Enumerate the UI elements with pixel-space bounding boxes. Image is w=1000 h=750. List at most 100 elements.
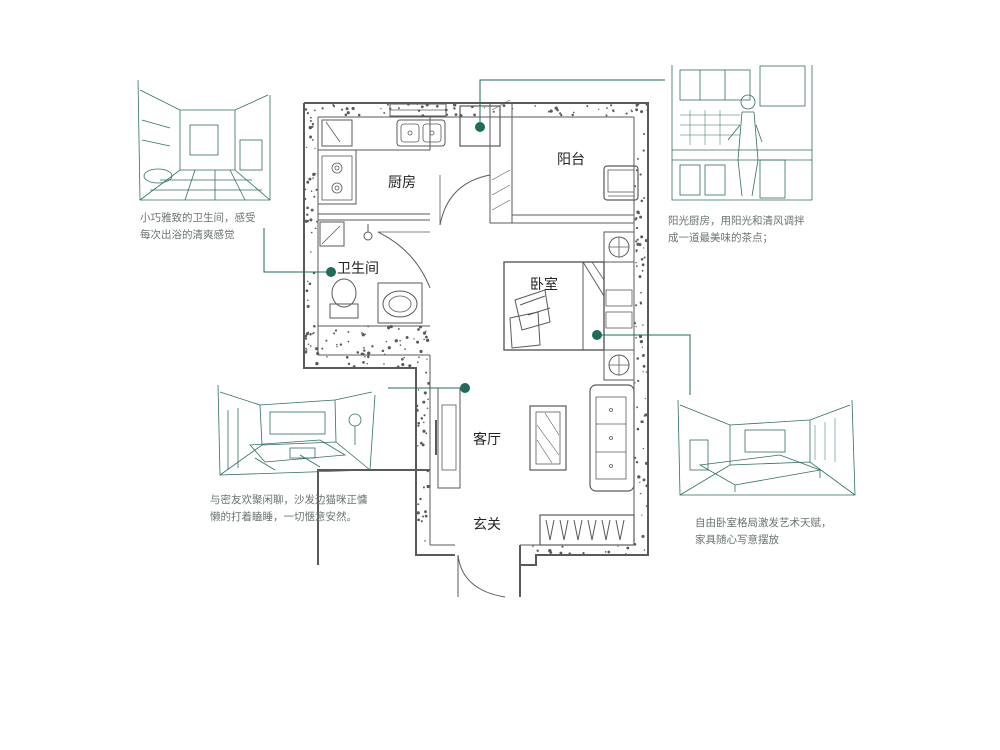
wall-speckle — [315, 361, 319, 366]
wall-speckle — [534, 105, 537, 107]
wall-speckle — [383, 111, 386, 114]
wall-speckle — [417, 421, 421, 425]
wall-speckle — [314, 227, 317, 230]
wall-speckle — [532, 545, 534, 547]
wall-speckle — [362, 361, 365, 364]
wall-speckle — [424, 510, 427, 514]
wall-speckle — [426, 484, 430, 489]
wall-speckle — [640, 235, 644, 239]
wall-speckle — [345, 355, 349, 359]
wall-speckle — [309, 135, 313, 139]
wall-speckle — [644, 239, 648, 243]
wall-speckle — [399, 339, 401, 342]
wall-speckle — [640, 199, 644, 203]
wall-speckle — [634, 382, 636, 384]
living-room-sketch — [217, 384, 376, 476]
wall-speckle — [417, 503, 420, 505]
room-label-kitchen: 厨房 — [388, 175, 416, 191]
wall-speckle — [361, 332, 363, 334]
wall-speckle — [336, 343, 338, 346]
wall-speckle — [351, 106, 355, 111]
wall-speckle — [635, 226, 639, 230]
wall-speckle — [643, 549, 646, 551]
wall-speckle — [427, 381, 431, 385]
caption-line: 每次出浴的清爽感觉 — [140, 229, 235, 241]
wall-speckle — [635, 169, 638, 172]
wall-speckle — [636, 406, 639, 409]
wall-speckle — [425, 338, 430, 342]
wall-speckle — [643, 132, 646, 136]
wall-speckle — [635, 460, 639, 464]
wall-speckle — [305, 332, 309, 336]
wall-speckle — [568, 552, 571, 555]
wall-speckle — [309, 333, 312, 336]
wall-speckle — [556, 109, 559, 112]
wall-speckle — [415, 404, 419, 408]
room-label-bathroom: 卫生间 — [337, 261, 379, 277]
wall-speckle — [559, 112, 562, 115]
wall-speckle — [644, 413, 648, 417]
wall-speckle — [399, 344, 402, 346]
wall-speckle — [306, 180, 310, 184]
wall-speckle — [325, 339, 328, 342]
wall-speckle — [313, 195, 316, 198]
wall-speckle — [635, 249, 638, 252]
wall-speckle — [306, 112, 309, 115]
wall-speckle — [483, 107, 486, 109]
wall-speckle — [303, 197, 307, 201]
wall-speckle — [422, 515, 425, 518]
wall-speckle — [385, 340, 388, 343]
wall-speckle — [310, 251, 312, 253]
wall-speckle — [304, 334, 308, 338]
caption-line: 小巧雅致的卫生间，感受 — [140, 212, 256, 224]
wall-speckle — [492, 110, 495, 113]
wall-speckle — [425, 432, 428, 435]
wall-speckle — [606, 107, 608, 109]
wall-speckle — [642, 447, 645, 450]
wall-speckle — [308, 282, 312, 286]
wall-speckle — [645, 505, 648, 507]
caption-line: 家具随心写意摆放 — [695, 534, 779, 546]
wall-speckle — [425, 371, 428, 374]
wall-speckle — [367, 351, 371, 355]
wall-speckle — [453, 107, 456, 110]
floor-plan — [303, 99, 649, 598]
wall-speckle — [357, 113, 361, 117]
wall-speckle — [309, 345, 312, 347]
caption-line: 懒的打着瞌睡，一切惬意安然。 — [210, 511, 357, 523]
wall-speckle — [636, 157, 639, 160]
wall-speckle — [352, 365, 356, 368]
wall-speckle — [634, 456, 637, 459]
wall-speckle — [321, 347, 324, 350]
bedroom-callout-line — [597, 334, 691, 395]
wall-speckle — [645, 103, 648, 106]
wall-speckle — [626, 546, 630, 550]
wall-speckle — [405, 336, 409, 339]
kitchen-caption: 阳光厨房，用阳光和清风调拌 成一道最美味的茶点； — [668, 213, 805, 247]
wall-speckle — [635, 216, 638, 220]
wall-speckle — [309, 116, 312, 119]
wall-speckle — [304, 337, 308, 340]
wall-speckle — [304, 188, 307, 191]
wall-speckle — [422, 429, 426, 433]
wall-speckle — [421, 443, 425, 447]
wall-speckle — [641, 269, 644, 272]
wall-speckle — [639, 173, 642, 176]
wall-speckle — [582, 551, 585, 555]
wall-speckle — [415, 408, 419, 412]
wall-speckle — [387, 346, 391, 350]
wall-speckle — [312, 177, 314, 179]
room-label-bedroom: 卧室 — [530, 276, 558, 293]
wall-speckle — [641, 534, 645, 538]
wall-speckle — [502, 104, 506, 107]
bedroom-sketch — [677, 399, 856, 496]
wall-speckle — [397, 107, 400, 110]
wall-speckle — [363, 346, 365, 349]
wall-speckle — [636, 242, 640, 246]
wall-speckle — [315, 173, 317, 175]
wall-speckle — [419, 497, 422, 501]
wall-speckle — [364, 333, 367, 336]
bedroom-dot — [592, 330, 602, 340]
callout-dots — [326, 122, 602, 393]
